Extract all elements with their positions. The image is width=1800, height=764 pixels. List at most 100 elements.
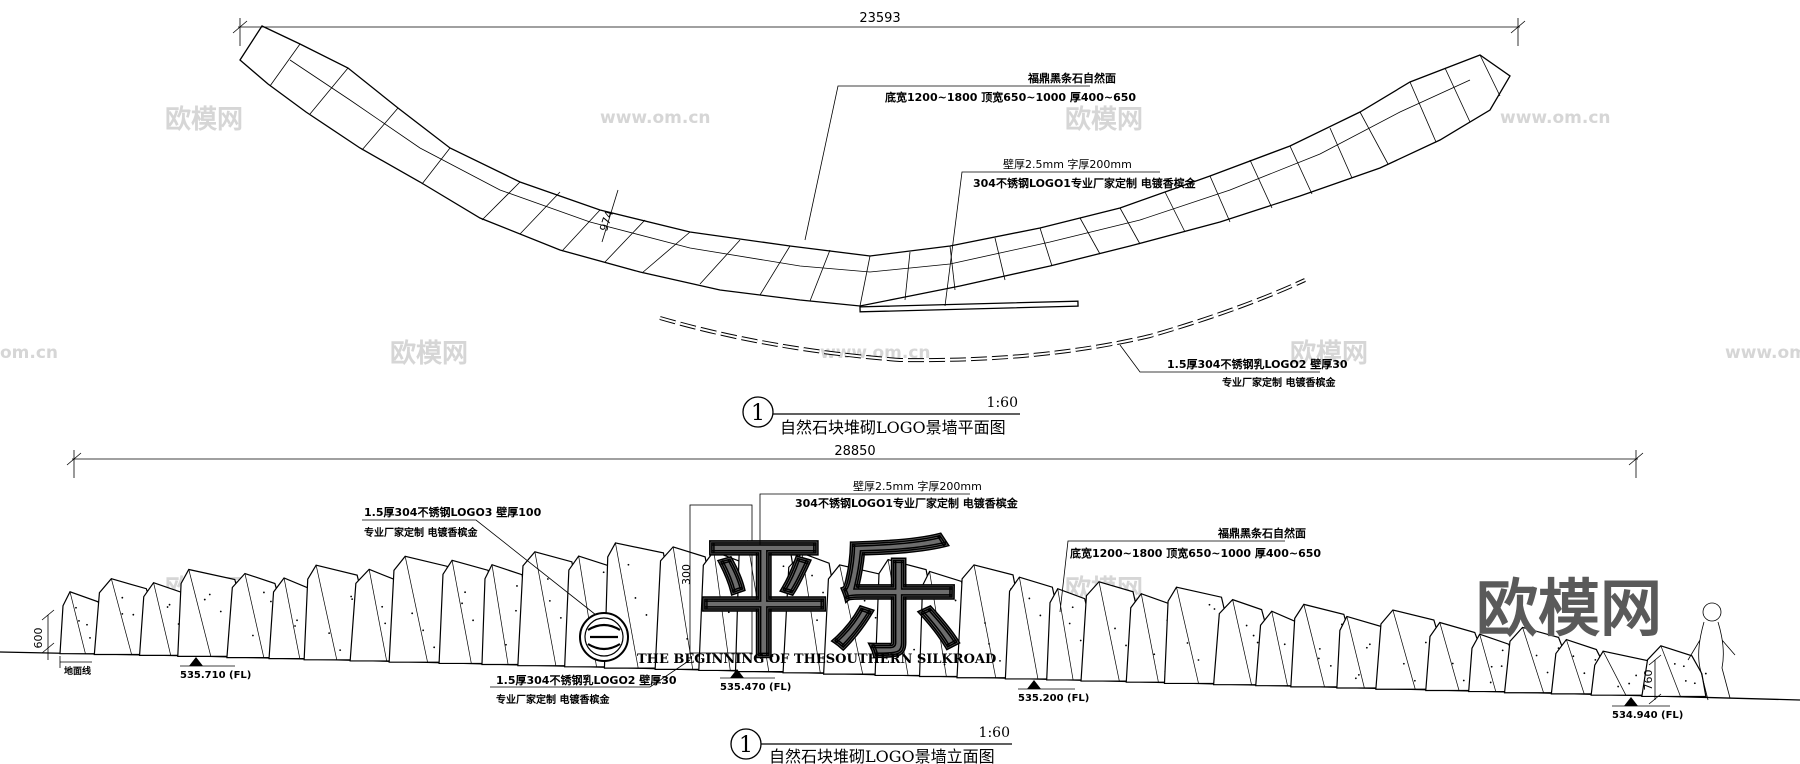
stone-speckle xyxy=(121,612,124,615)
stone-face-line xyxy=(368,569,388,662)
stone-speckle xyxy=(686,637,689,640)
stone-speckle xyxy=(1424,641,1427,644)
stone-speckle xyxy=(954,599,957,602)
plan-width-dimension: 974 xyxy=(597,189,619,243)
stone-face-line xyxy=(188,569,212,657)
elevation-stone-callout: 福鼎黑条石自然面 底宽1200~1800 顶宽650~1000 厚400~650 xyxy=(1059,526,1321,613)
stone-speckle xyxy=(1684,680,1687,682)
stone-face-line xyxy=(672,546,694,670)
stone-speckle xyxy=(219,610,222,613)
stone-speckle xyxy=(505,643,507,646)
plan-stone-note-1: 福鼎黑条石自然面 xyxy=(1027,71,1116,85)
stone-speckle xyxy=(1317,657,1320,660)
stone-speckle xyxy=(1329,664,1332,667)
stone-speckle xyxy=(1213,608,1216,610)
stone-speckle xyxy=(1413,679,1416,682)
stone-speckle xyxy=(697,654,700,657)
stone-speckle xyxy=(339,649,342,652)
stone-face-line xyxy=(534,551,557,666)
stone-speckle xyxy=(816,619,818,622)
level-2-text: 535.470 (FL) xyxy=(720,682,791,693)
stone-face-line xyxy=(887,559,909,676)
plan-logo1-plate xyxy=(859,300,1079,313)
stone-face-line xyxy=(1660,645,1681,697)
stone-speckle xyxy=(1572,655,1575,658)
stone-speckle xyxy=(903,607,905,610)
stone-speckle xyxy=(1186,642,1189,644)
stone-speckle xyxy=(472,619,474,622)
plan-logo2-note-2: 专业厂家定制 电镀香槟金 xyxy=(1222,376,1336,389)
stone-speckle xyxy=(252,634,254,637)
stone-speckle xyxy=(1354,677,1357,680)
stone-speckle xyxy=(208,593,211,596)
level-marker-2: 535.470 (FL) xyxy=(720,669,791,693)
watermark-url: www.om.cn xyxy=(820,343,931,363)
logo1-text: 平乐 xyxy=(698,522,962,677)
stone-speckle xyxy=(645,614,648,616)
stone-speckle xyxy=(1114,627,1116,630)
stone-face-line xyxy=(1098,581,1120,682)
elevation-dimension-text: 28850 xyxy=(834,444,875,459)
stone-speckle xyxy=(433,646,436,649)
stone-speckle xyxy=(782,565,785,568)
elevation-view: 28850 平乐 300 THE BEGINNING OF THESOUTHER… xyxy=(0,444,1800,764)
stone-speckle xyxy=(1617,685,1620,688)
plan-logo2-arc xyxy=(659,278,1306,363)
plan-curved-wall xyxy=(239,25,1511,307)
stone-speckle xyxy=(863,599,866,602)
height-left-text: 600 xyxy=(32,628,45,649)
stone-face-line xyxy=(1346,616,1365,689)
elevation-logo2-note-2: 专业厂家定制 电镀香槟金 xyxy=(496,693,610,706)
height-right-text: 760 xyxy=(1642,670,1655,691)
stone-speckle xyxy=(874,616,877,619)
stone-speckle xyxy=(75,606,77,609)
watermark-brand: 欧模网 xyxy=(390,338,468,369)
stone-speckle xyxy=(270,600,272,603)
stone-speckle xyxy=(760,638,763,640)
elevation-logo1-callout: 壁厚2.5mm 字厚200mm 304不锈钢LOGO1专业厂家定制 电镀香槟金 xyxy=(759,479,1019,545)
plan-logo2-note-1: 1.5厚304不锈钢乳LOGO2 壁厚30 xyxy=(1167,357,1348,371)
stone-face-line xyxy=(747,540,770,672)
stone-face-line xyxy=(1057,588,1074,681)
elevation-title-number: 1 xyxy=(739,733,753,758)
watermark-url: www.om.cn xyxy=(1725,343,1800,363)
stone-speckle xyxy=(559,616,562,619)
elevation-logo1-note-1: 壁厚2.5mm 字厚200mm xyxy=(853,479,982,493)
stone-speckle xyxy=(634,597,637,599)
stone-speckle xyxy=(627,563,630,566)
stone-speckle xyxy=(203,598,206,601)
stone-speckle xyxy=(1079,639,1082,642)
stone-face-line xyxy=(1140,593,1159,683)
plan-dimension-line: 23593 xyxy=(232,11,1526,46)
stone-speckle xyxy=(381,605,384,608)
stone-speckle xyxy=(263,591,265,594)
stone-face-line xyxy=(1522,627,1544,693)
stone-speckle xyxy=(1635,674,1638,677)
height-dimension-right: 760 xyxy=(1642,654,1662,705)
level-marker-1: 535.710 (FL) xyxy=(180,657,251,681)
stone-speckle xyxy=(1546,671,1549,674)
stone-face-line xyxy=(1019,577,1039,680)
stone-speckle xyxy=(1673,663,1676,665)
stone-face-line xyxy=(1232,599,1252,685)
stone-speckle xyxy=(1028,597,1031,600)
stone-speckle xyxy=(1462,679,1465,682)
stone-speckle xyxy=(166,606,169,608)
stone-speckle xyxy=(1583,672,1586,675)
elevation-stone-note-1: 福鼎黑条石自然面 xyxy=(1217,526,1306,540)
stone-speckle xyxy=(1208,603,1211,606)
stone-face-line xyxy=(1392,609,1416,690)
stone-speckle xyxy=(1125,644,1127,647)
stone-face-line xyxy=(153,582,172,656)
stone-speckle xyxy=(943,663,946,666)
human-figure xyxy=(1687,602,1736,701)
stone-speckle xyxy=(422,629,425,632)
elevation-stone-note-2: 底宽1200~1800 顶宽650~1000 厚400~650 xyxy=(1070,546,1321,560)
stone-speckle xyxy=(1451,662,1454,665)
stone-speckle xyxy=(1071,606,1074,609)
logo1-dim-300: 300 xyxy=(680,564,693,585)
logo3-note-2: 专业厂家定制 电镀香槟金 xyxy=(364,526,478,539)
plan-logo1-note-2: 304不锈钢LOGO1专业厂家定制 电镀香槟金 xyxy=(973,176,1197,190)
plan-stone-note-2: 底宽1200~1800 顶宽650~1000 厚400~650 xyxy=(885,90,1136,104)
